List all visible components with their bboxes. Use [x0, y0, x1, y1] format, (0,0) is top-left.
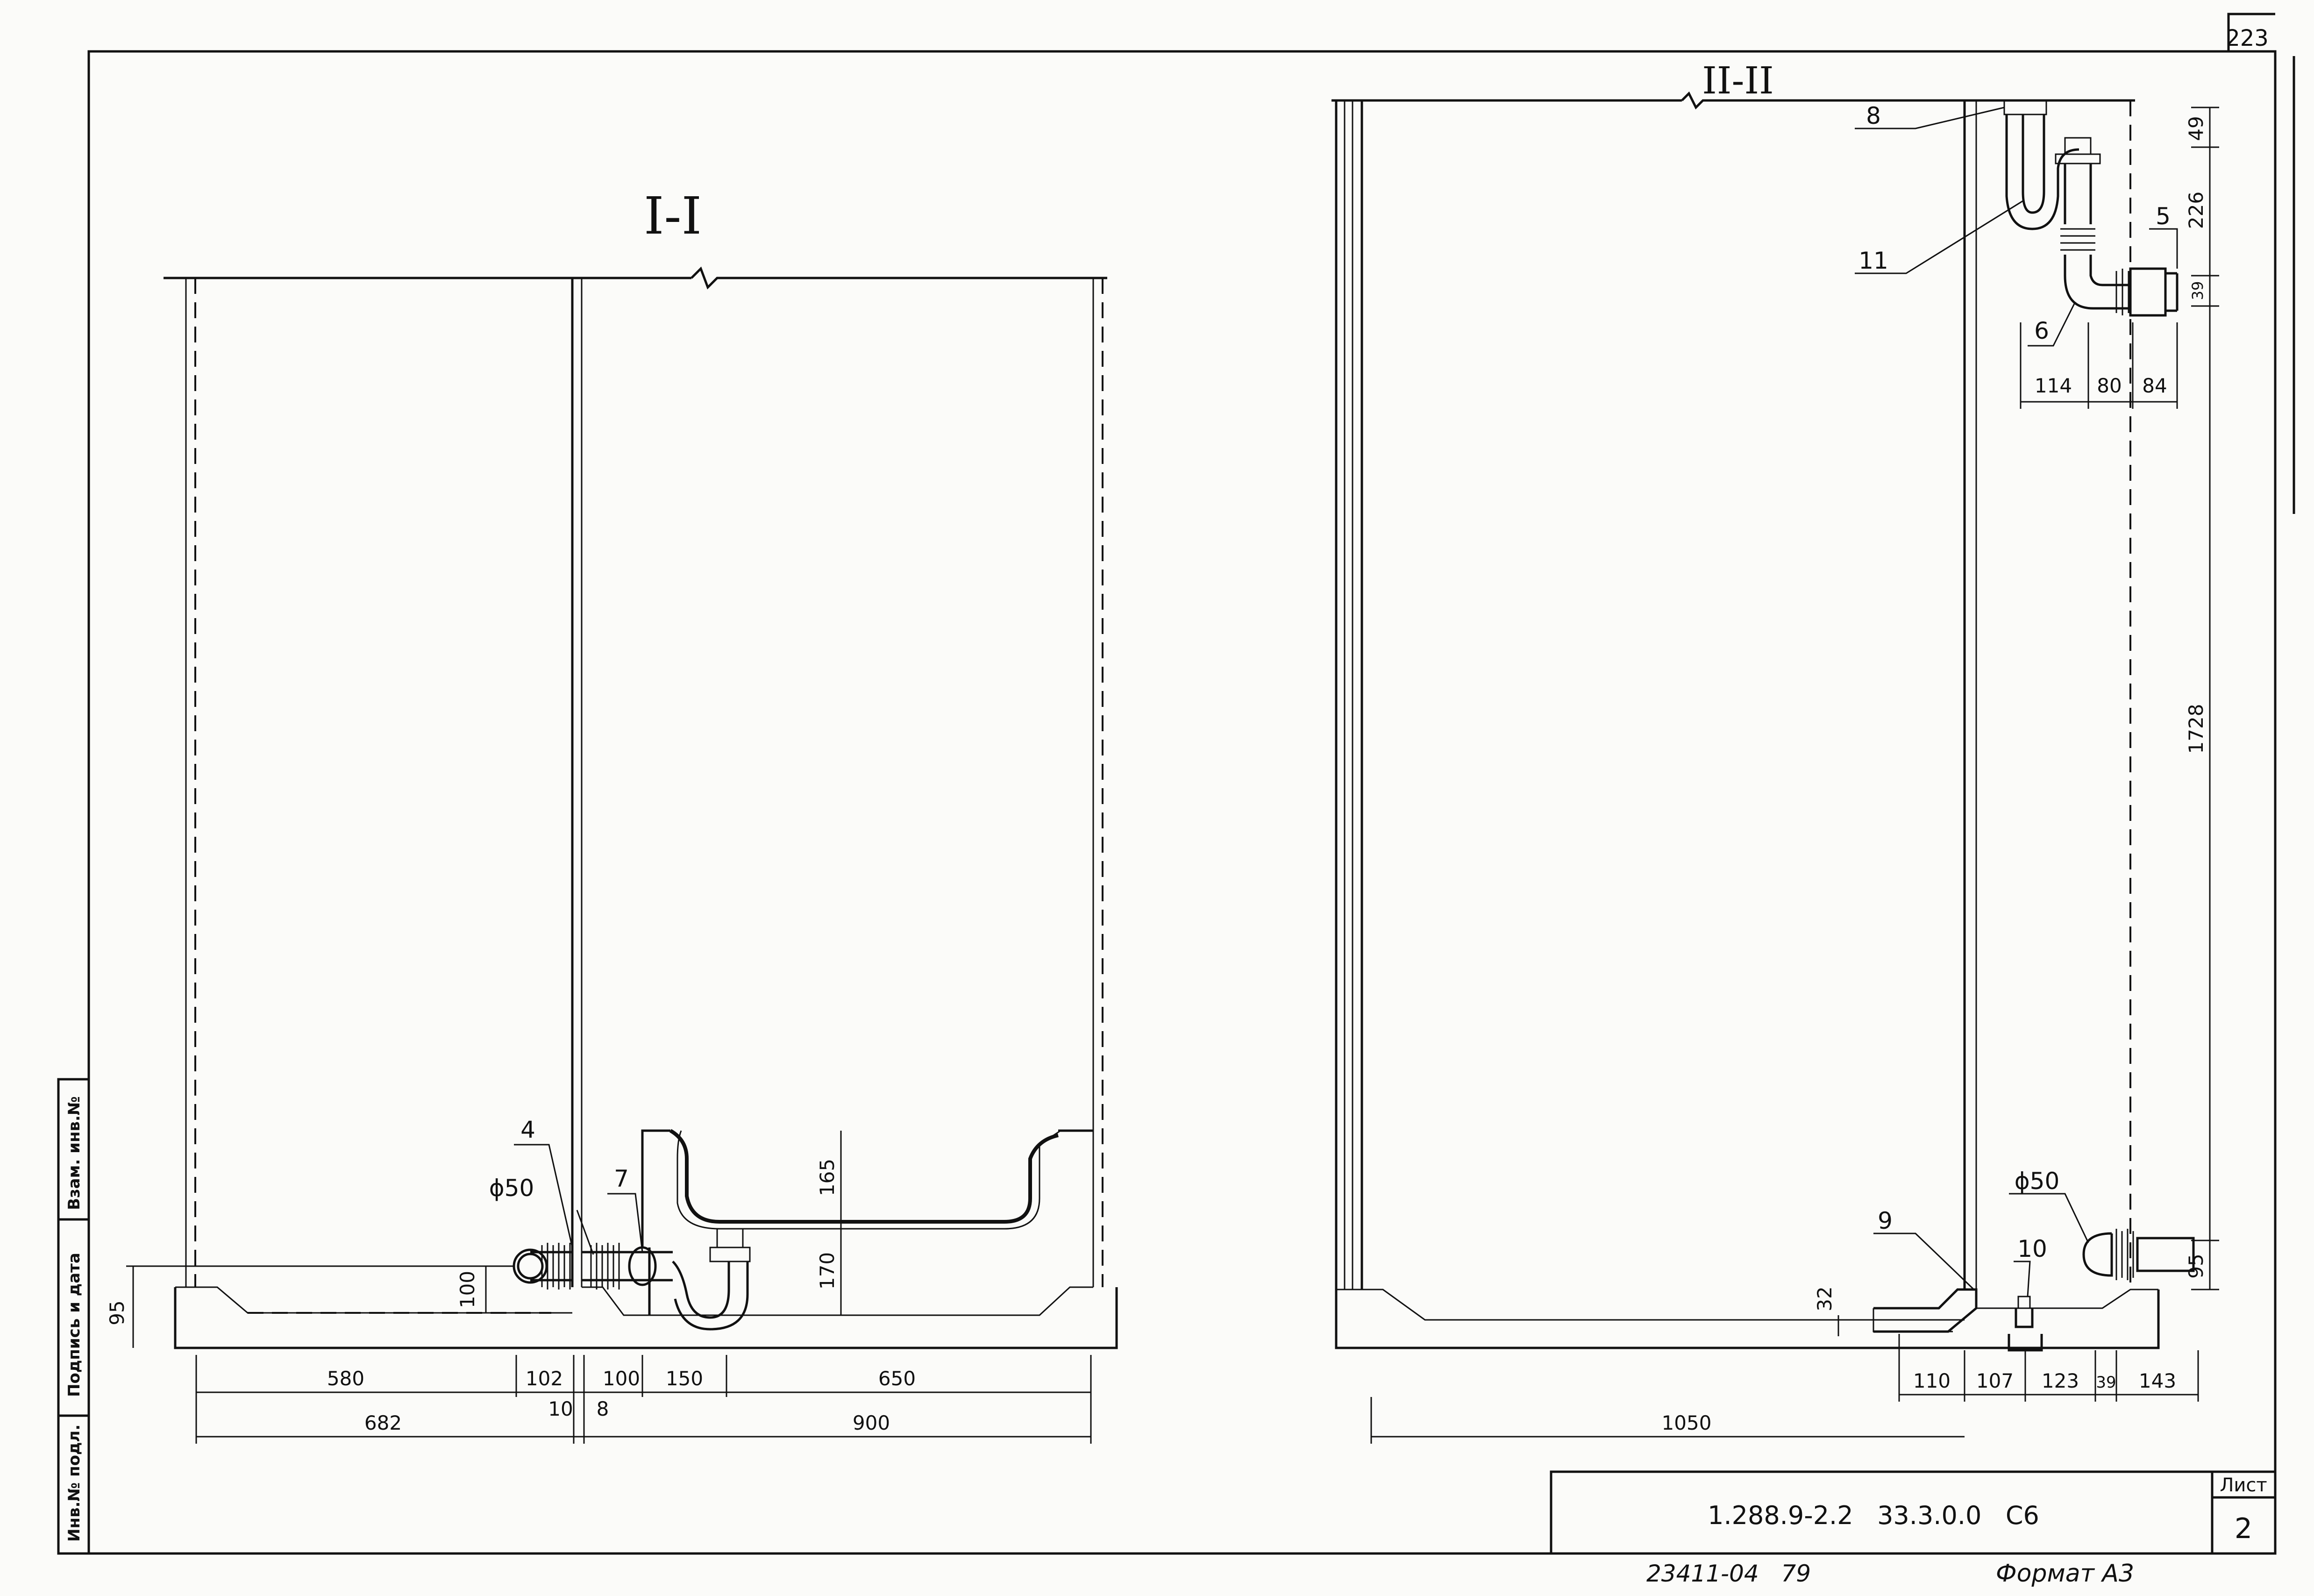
callout-10: 10 [2017, 1235, 2047, 1262]
stamp-inventory-original: Инв.№ подл. [65, 1425, 84, 1542]
dim-682: 682 [364, 1411, 402, 1434]
stamp-replaced-inventory: Взам. инв.№ [65, 1096, 84, 1210]
callout-5: 5 [2156, 203, 2171, 230]
dim-165: 165 [816, 1159, 839, 1196]
dim-10: 10 [548, 1397, 573, 1420]
dim-100: 100 [456, 1271, 479, 1308]
dim-95: 95 [106, 1300, 128, 1325]
format-label: Формат А3 [1996, 1560, 2134, 1588]
dim-650: 650 [878, 1367, 916, 1390]
dim-39h: 39 [2096, 1373, 2116, 1392]
dim-49: 49 [2185, 116, 2207, 141]
dim-226: 226 [2185, 192, 2207, 229]
stamp-signature-date: Подпись и дата [65, 1253, 84, 1397]
sheet-number: 2 [2235, 1512, 2252, 1545]
dim-150: 150 [666, 1367, 703, 1390]
dim-32: 32 [1813, 1286, 1836, 1311]
callout-8: 8 [1866, 102, 1881, 129]
dim-123: 123 [2042, 1369, 2079, 1392]
dim-1728: 1728 [2185, 704, 2207, 754]
dim-580: 580 [327, 1367, 364, 1390]
title-block [1550, 1470, 2275, 1553]
side-stamp: Инв.№ подл. Подпись и дата Взам. инв.№ [57, 1078, 90, 1555]
section-2-view: II-II [1331, 59, 2219, 1444]
dim-84: 84 [2142, 374, 2167, 397]
section-2-title: II-II [1702, 59, 1773, 102]
dim-170: 170 [816, 1252, 839, 1290]
dim-107: 107 [1976, 1369, 2014, 1392]
dim-1050: 1050 [1662, 1411, 1712, 1434]
callout-4: 4 [520, 1116, 535, 1143]
document-code: 1.288.9-2.2 33.3.0.0 С6 [1708, 1501, 2039, 1530]
dim-102: 102 [526, 1367, 563, 1390]
sheet-frame [87, 13, 2295, 1555]
dim-80: 80 [2097, 374, 2122, 397]
callout-7: 7 [614, 1165, 629, 1192]
dim-8: 8 [597, 1397, 609, 1420]
dim-110: 110 [1913, 1369, 1951, 1392]
pipe-diameter-label-2: ϕ50 [2015, 1168, 2060, 1195]
callout-6: 6 [2034, 317, 2049, 344]
sheet-label: Лист [2220, 1475, 2267, 1496]
section-1-title: I-I [644, 186, 702, 246]
dim-95-right: 95 [2185, 1254, 2207, 1278]
callout-9: 9 [1878, 1207, 1893, 1234]
inventory-note: 23411-04 79 [1646, 1560, 1811, 1587]
dim-114: 114 [2035, 374, 2072, 397]
dim-143: 143 [2139, 1369, 2176, 1392]
pipe-diameter-label: ϕ50 [489, 1175, 534, 1202]
dim-100b: 100 [603, 1367, 640, 1390]
dim-39v: 39 [2189, 281, 2207, 300]
section-1-view: I-I [126, 186, 1118, 1444]
dim-900: 900 [853, 1411, 890, 1434]
callout-11: 11 [1858, 247, 1888, 274]
corner-number: 223 [2226, 25, 2269, 51]
